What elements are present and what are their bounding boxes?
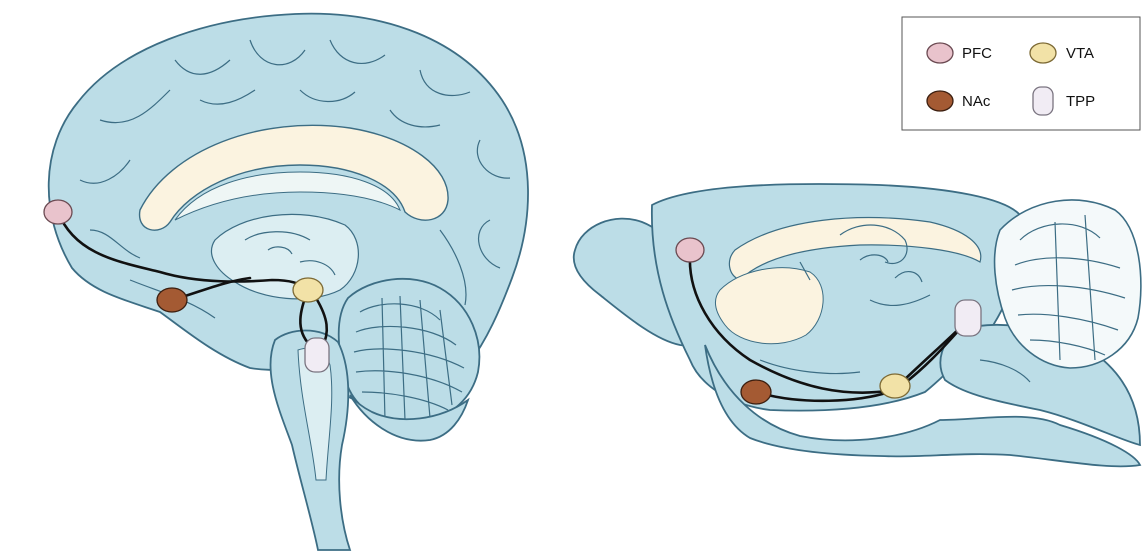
legend: PFC VTA NAc TPP <box>902 17 1140 130</box>
rodent-tpp-node <box>955 300 981 336</box>
legend-swatch-tpp <box>1033 87 1053 115</box>
legend-label-pfc: PFC <box>962 45 992 62</box>
human-vta-node <box>293 278 323 302</box>
rodent-pfc-node <box>676 238 704 262</box>
legend-label-tpp: TPP <box>1066 93 1095 110</box>
legend-box <box>902 17 1140 130</box>
legend-label-vta: VTA <box>1066 45 1094 62</box>
legend-swatch-nac <box>927 91 953 111</box>
human-pfc-node <box>44 200 72 224</box>
rodent-nac-node <box>741 380 771 404</box>
legend-swatch-vta <box>1030 43 1056 63</box>
human-nac-node <box>157 288 187 312</box>
rodent-vta-node <box>880 374 910 398</box>
human-tpp-node <box>305 338 329 372</box>
rodent-brain <box>574 184 1141 466</box>
legend-swatch-pfc <box>927 43 953 63</box>
legend-label-nac: NAc <box>962 93 991 110</box>
